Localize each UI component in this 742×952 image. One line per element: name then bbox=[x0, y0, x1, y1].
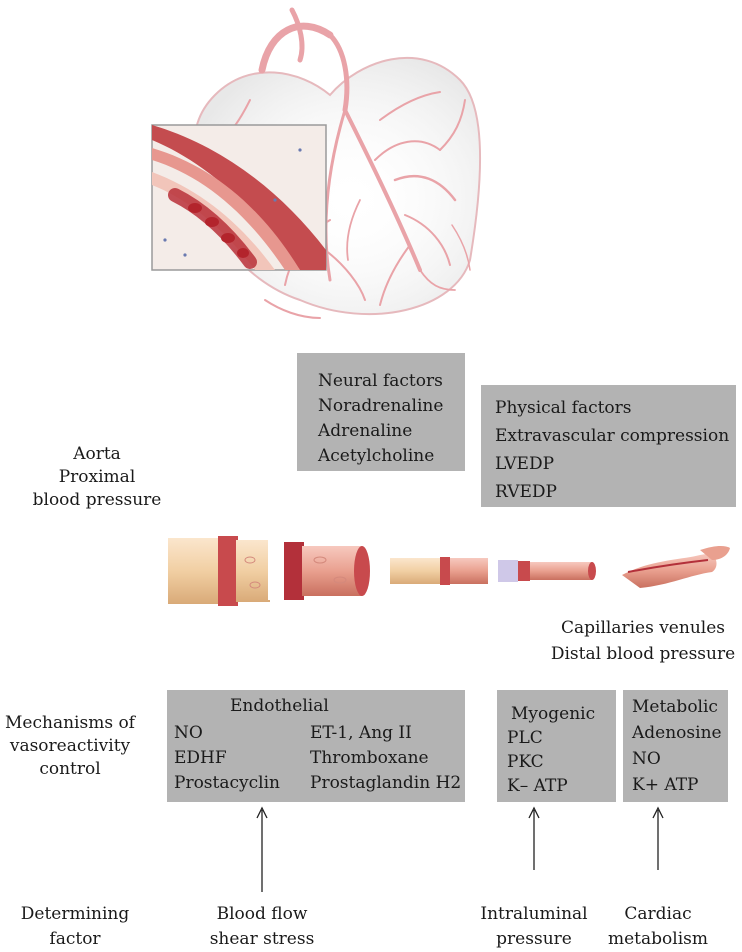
myogenic-item: K– ATP bbox=[507, 774, 616, 798]
myogenic-item: PKC bbox=[507, 750, 616, 774]
endothelial-vasodilators: NO EDHF Prostacyclin bbox=[174, 721, 280, 796]
mechanisms-label-line: control bbox=[0, 758, 140, 781]
aorta-label-line: blood pressure bbox=[22, 489, 172, 512]
metabolic-box: Metabolic Adenosine NO K+ ATP bbox=[623, 690, 728, 802]
aorta-label-line: Aorta bbox=[22, 443, 172, 466]
aorta-label: Aorta Proximal blood pressure bbox=[22, 443, 172, 512]
endothelial-vasoconstrictors: ET-1, Ang II Thromboxane Prostaglandin H… bbox=[310, 721, 461, 796]
blood-flow-label: Blood flow shear stress bbox=[197, 902, 327, 952]
physical-factors-box: Physical factors Extravascular compressi… bbox=[481, 385, 736, 507]
aorta-label-line: Proximal bbox=[22, 466, 172, 489]
endothelial-item: NO bbox=[174, 721, 280, 746]
metabolic-title: Metabolic bbox=[632, 694, 728, 720]
endothelial-item: EDHF bbox=[174, 746, 280, 771]
neural-factors-title: Neural factors bbox=[318, 369, 465, 394]
physical-item: RVEDP bbox=[495, 478, 736, 506]
myogenic-title: Myogenic bbox=[507, 702, 616, 726]
metabolic-item: NO bbox=[632, 746, 728, 772]
endothelial-item: Prostaglandin H2 bbox=[310, 771, 461, 796]
physical-item: Extravascular compression bbox=[495, 422, 736, 450]
cardiac-label-line: Cardiac bbox=[603, 902, 713, 927]
metabolic-item: K+ ATP bbox=[632, 772, 728, 798]
capillaries-label-line: Distal blood pressure bbox=[548, 641, 738, 667]
mechanisms-label-line: Mechanisms of bbox=[0, 712, 140, 735]
cardiac-metabolism-label: Cardiac metabolism bbox=[603, 902, 713, 952]
endothelial-item: Prostacyclin bbox=[174, 771, 280, 796]
mechanisms-label-line: vasoreactivity bbox=[0, 735, 140, 758]
neural-item: Acetylcholine bbox=[318, 444, 465, 469]
myogenic-box: Myogenic PLC PKC K– ATP bbox=[497, 690, 616, 802]
neural-item: Adrenaline bbox=[318, 419, 465, 444]
blood-flow-label-line: Blood flow bbox=[197, 902, 327, 927]
capillaries-label: Capillaries venules Distal blood pressur… bbox=[548, 615, 738, 667]
determining-factor-label: Determining factor bbox=[10, 902, 140, 952]
metabolic-item: Adenosine bbox=[632, 720, 728, 746]
intraluminal-pressure-label: Intraluminal pressure bbox=[464, 902, 604, 952]
myogenic-item: PLC bbox=[507, 726, 616, 750]
capillaries-label-line: Capillaries venules bbox=[548, 615, 738, 641]
determining-label-line: Determining bbox=[10, 902, 140, 927]
mechanisms-label: Mechanisms of vasoreactivity control bbox=[0, 712, 140, 781]
intraluminal-label-line: Intraluminal bbox=[464, 902, 604, 927]
neural-factors-box: Neural factors Noradrenaline Adrenaline … bbox=[297, 353, 465, 471]
endothelial-item: Thromboxane bbox=[310, 746, 461, 771]
endothelial-item: ET-1, Ang II bbox=[310, 721, 461, 746]
endothelial-title: Endothelial bbox=[230, 694, 329, 719]
physical-item: LVEDP bbox=[495, 450, 736, 478]
blood-flow-label-line: shear stress bbox=[197, 927, 327, 952]
intraluminal-label-line: pressure bbox=[464, 927, 604, 952]
endothelial-box: Endothelial NO EDHF Prostacyclin ET-1, A… bbox=[167, 690, 465, 802]
determining-label-line: factor bbox=[10, 927, 140, 952]
physical-factors-title: Physical factors bbox=[495, 394, 736, 422]
cardiac-label-line: metabolism bbox=[603, 927, 713, 952]
neural-item: Noradrenaline bbox=[318, 394, 465, 419]
